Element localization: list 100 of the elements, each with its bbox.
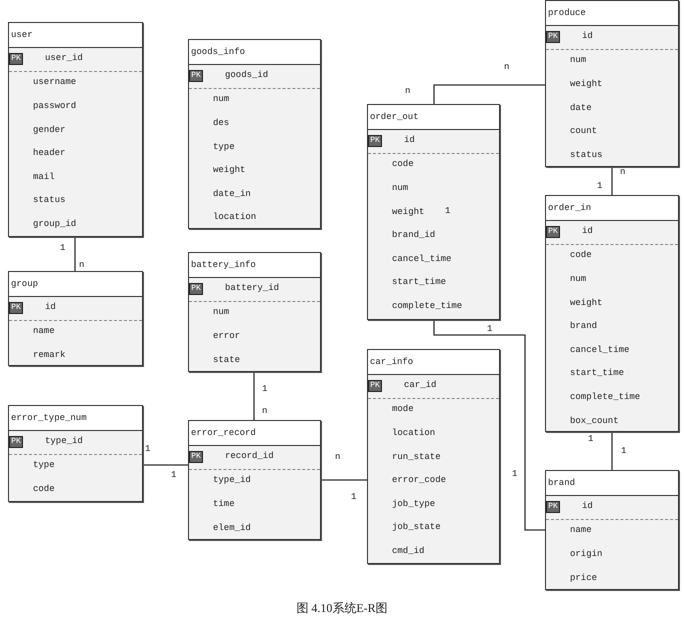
- field-name: weight: [392, 206, 424, 217]
- pk-badge: PK: [189, 70, 203, 82]
- field-name: start_time: [392, 277, 446, 288]
- relationship-line: [74, 237, 76, 271]
- relationship-line: [321, 479, 367, 481]
- field-name: weight: [570, 298, 602, 308]
- pk-badge: PK: [9, 302, 23, 314]
- entity-name: error_type_num: [11, 413, 87, 423]
- field-name: error_code: [392, 475, 446, 486]
- field-name: des: [213, 118, 230, 128]
- cardinality-label: 1: [445, 206, 450, 216]
- entity-name: car_info: [370, 357, 414, 367]
- key-field: battery_id: [225, 282, 280, 293]
- entity-box: [545, 470, 679, 590]
- field-name: name: [570, 525, 592, 536]
- key-field: user_id: [45, 52, 83, 63]
- field-name: brand: [570, 321, 598, 332]
- key-field: id: [582, 500, 593, 511]
- entity-name: brand: [548, 478, 576, 488]
- field-name: password: [33, 101, 76, 111]
- cardinality-label: 1: [171, 470, 176, 480]
- field-name: job_type: [392, 498, 436, 509]
- relationship-line: [611, 167, 613, 195]
- field-name: box_count: [570, 416, 619, 426]
- field-name: code: [392, 159, 414, 170]
- cardinality-label: 1: [588, 434, 594, 444]
- field-name: cancel_time: [392, 254, 452, 264]
- cardinality-label: 1: [145, 444, 150, 454]
- key-field: car_id: [404, 380, 436, 390]
- field-name: weight: [213, 165, 246, 176]
- field-name: num: [213, 307, 230, 318]
- field-name: type_id: [213, 475, 251, 486]
- pk-badge: PK: [189, 450, 203, 463]
- cardinality-label: 1: [512, 469, 518, 479]
- cardinality-label: n: [405, 86, 410, 96]
- field-name: type: [33, 460, 55, 470]
- cardinality-label: 1: [621, 446, 626, 456]
- field-name: price: [570, 572, 598, 583]
- field-name: brand_id: [392, 230, 436, 240]
- field-name: cancel_time: [570, 344, 630, 355]
- entity-box: [545, 195, 679, 432]
- pk-badge: PK: [9, 52, 23, 65]
- pk-badge: PK: [546, 30, 560, 43]
- field-name: start_time: [570, 368, 624, 378]
- field-name: location: [392, 428, 436, 438]
- field-name: remark: [33, 350, 66, 360]
- pk-badge: PK: [368, 380, 382, 392]
- pk-badge: PK: [546, 226, 560, 238]
- relationship-line: [433, 84, 545, 104]
- cardinality-label: n: [620, 167, 626, 177]
- field-name: run_state: [392, 452, 441, 462]
- cardinality-label: 1: [351, 492, 356, 502]
- field-name: username: [33, 77, 76, 88]
- entity-name: order_out: [370, 112, 419, 122]
- cardinality-label: n: [79, 260, 84, 270]
- cardinality-label: 1: [487, 324, 492, 334]
- field-name: name: [33, 326, 55, 336]
- entity-box: [8, 271, 143, 366]
- field-name: group_id: [33, 219, 76, 229]
- entity-name: error_record: [191, 428, 256, 438]
- field-name: num: [570, 274, 586, 284]
- entity-box: [545, 0, 679, 167]
- field-name: type: [213, 142, 235, 152]
- entity-box: [188, 39, 321, 229]
- key-field: id: [45, 302, 56, 312]
- field-name: time: [213, 499, 235, 509]
- pk-badge: PK: [9, 436, 23, 448]
- field-name: code: [33, 484, 55, 494]
- pk-badge: PK: [189, 282, 203, 295]
- key-field: goods_id: [225, 70, 268, 80]
- field-name: date: [570, 102, 592, 113]
- field-name: num: [392, 183, 408, 193]
- field-name: num: [570, 55, 586, 66]
- entity-name: produce: [548, 8, 586, 18]
- field-name: status: [33, 195, 66, 206]
- field-name: cmd_id: [392, 546, 424, 556]
- field-name: complete_time: [570, 392, 640, 402]
- field-name: elem_id: [213, 522, 251, 533]
- pk-badge: PK: [368, 134, 382, 147]
- figure-caption: 图 4.10系统E-R图: [295, 600, 389, 617]
- cardinality-label: n: [335, 452, 340, 462]
- field-name: mode: [392, 404, 414, 414]
- cardinality-label: n: [504, 62, 510, 72]
- cardinality-label: n: [262, 406, 268, 416]
- entity-box: [367, 349, 500, 564]
- field-name: job_state: [392, 522, 441, 532]
- field-name: error: [213, 331, 240, 341]
- entity-box: [188, 420, 321, 540]
- key-field: id: [582, 226, 593, 236]
- key-field: id: [582, 30, 593, 41]
- field-name: date_in: [213, 188, 251, 199]
- entity-box: [188, 252, 321, 372]
- field-name: status: [570, 150, 602, 160]
- field-name: location: [213, 212, 256, 222]
- key-field: type_id: [45, 436, 83, 446]
- relationship-line: [143, 464, 188, 466]
- field-name: gender: [33, 124, 66, 135]
- entity-name: order_in: [548, 203, 592, 213]
- field-name: code: [570, 250, 592, 260]
- entity-box: [367, 104, 500, 320]
